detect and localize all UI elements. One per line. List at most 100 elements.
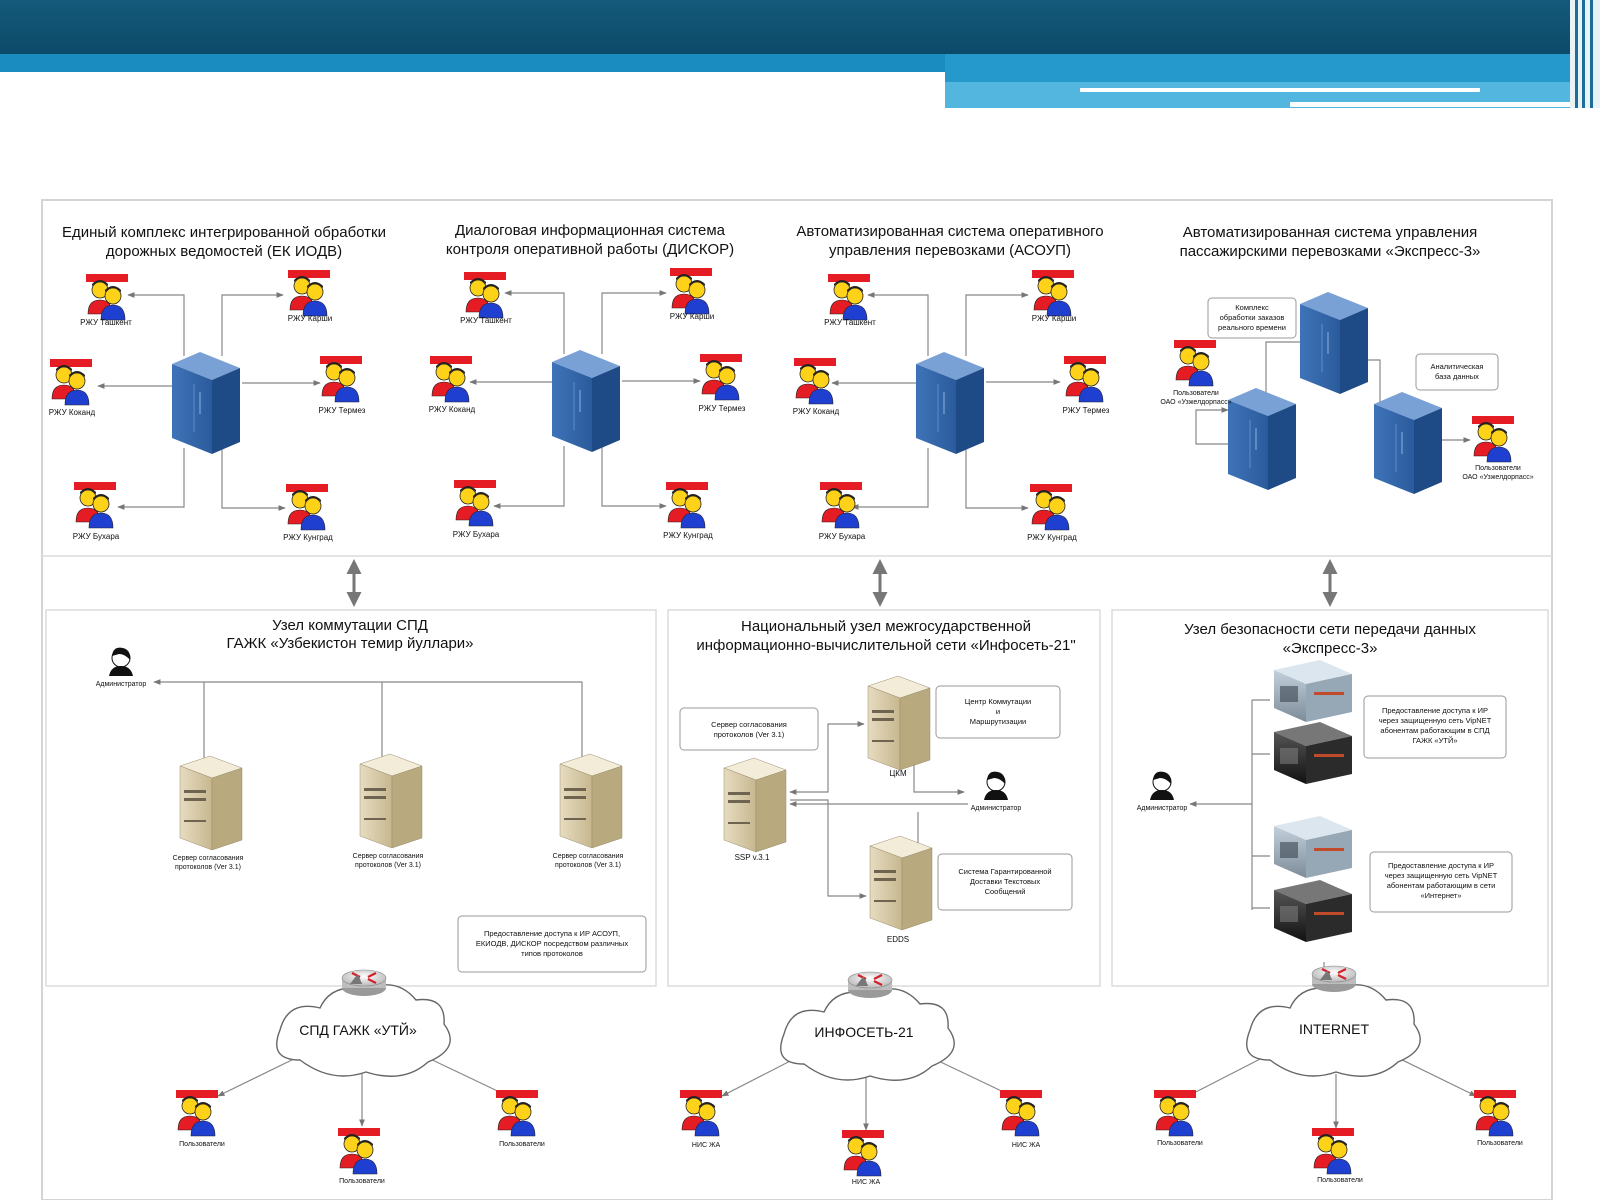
protocol-server-icon — [359, 753, 423, 849]
note-vipnet-2-box — [1369, 851, 1513, 913]
label-bukhara: РЖУ Бухара — [453, 530, 500, 539]
label-bukhara: РЖУ Бухара — [819, 532, 866, 541]
blue-server-icon — [1299, 291, 1369, 395]
note-realtime-box — [1207, 297, 1297, 339]
cloud-label-spd: СПД ГАЖК «УТЙ» — [299, 1021, 417, 1038]
note-edds-2: Доставки Текстовых — [970, 877, 1040, 886]
node-infoset-title-2: информационно-вычислительной сети «Инфос… — [696, 637, 1075, 654]
note-vipnet-1a: Предоставление доступа к ИР — [1382, 706, 1488, 715]
cloud-spd: СПД ГАЖК «УТЙ» Пользователи Пользователи… — [175, 970, 545, 1185]
label-users-right-2: ОАО «Узжелдорпасс» — [1462, 474, 1533, 481]
router-icon — [342, 970, 386, 996]
label-kungrad: РЖУ Кунград — [283, 533, 333, 542]
note-realtime-2: обработки заказов — [1220, 313, 1285, 322]
note-analytic-box — [1415, 353, 1499, 391]
protocol-server-icon — [179, 755, 243, 851]
note-ckm-2: и — [996, 707, 1000, 716]
system-title-ekiodv-2: дорожных ведомостей (ЕК ИОДВ) — [106, 243, 342, 260]
label-karshi: РЖУ Карши — [670, 312, 715, 321]
node-spd: Узел коммутации СПД ГАЖК «Узбекистон тем… — [96, 617, 647, 973]
note-realtime-3: реального времени — [1218, 323, 1286, 332]
label-kokand: РЖУ Коканд — [49, 408, 96, 417]
note-edds-box — [937, 853, 1073, 911]
user-label: Пользователи — [179, 1141, 225, 1148]
server-label-2b: протоколов (Ver 3.1) — [355, 862, 421, 869]
server-label-1b: протоколов (Ver 3.1) — [175, 864, 241, 871]
cloud-icon — [780, 988, 955, 1081]
cluster-diskor: РЖУ Ташкент РЖУ Карши РЖУ Коканд РЖУ Тер… — [429, 267, 746, 540]
cluster-ekiodv: РЖУ Ташкент РЖУ Карши РЖУ Коканд РЖУ Тер… — [49, 269, 366, 542]
protocol-server-icon — [559, 753, 623, 849]
label-tashkent: РЖУ Ташкент — [824, 318, 876, 327]
note-vipnet-2b: через защищенную сеть VipNET — [1385, 871, 1498, 880]
label-users-left-1: Пользователи — [1173, 390, 1219, 397]
vipnet-server-icon — [1274, 816, 1352, 878]
note-vipnet-2d: «Интернет» — [1420, 891, 1461, 900]
note-edds-3: Сообщений — [985, 887, 1026, 896]
blue-server-icon — [1373, 391, 1443, 495]
note-vipnet-1-box — [1363, 695, 1507, 759]
note-edds-1: Система Гарантированной — [958, 867, 1051, 876]
cloud-icon — [276, 984, 451, 1077]
note-ckm-box — [935, 685, 1061, 739]
label-ckm: ЦКМ — [889, 769, 907, 778]
system-title-express-2: пассажирскими перевозками «Экспресс-3» — [1180, 243, 1481, 260]
label-termez: РЖУ Термез — [319, 406, 366, 415]
note-vipnet-1c: абонентам работающим в СПД — [1380, 726, 1489, 735]
note-analytic-1: Аналитическая — [1430, 362, 1483, 371]
note-spd-3: типов протоколов — [521, 949, 583, 958]
edds-server-icon — [869, 835, 933, 931]
vipnet-server-icon — [1274, 880, 1352, 942]
user-label: НИС ЖА — [852, 1179, 881, 1186]
user-label: Пользователи — [1317, 1177, 1363, 1184]
user-label: НИС ЖА — [692, 1142, 721, 1149]
blue-server-icon — [171, 351, 241, 455]
cloud-icon — [1246, 984, 1421, 1077]
ssp-server-icon — [723, 757, 787, 853]
note-ckm-1: Центр Коммутации — [965, 697, 1031, 706]
node-spd-title-1: Узел коммутации СПД — [272, 617, 428, 634]
label-kungrad: РЖУ Кунград — [663, 531, 713, 540]
note-protocol-2: протоколов (Ver 3.1) — [714, 730, 785, 739]
node-infoset-title-1: Национальный узел межгосударственной — [741, 618, 1031, 635]
server-label-3a: Сервер согласования — [553, 853, 624, 860]
label-bukhara: РЖУ Бухара — [73, 532, 120, 541]
server-label-1a: Сервер согласования — [173, 855, 244, 862]
node-security: Узел безопасности сети передачи данных «… — [1137, 621, 1513, 972]
label-kokand: РЖУ Коканд — [793, 407, 840, 416]
label-karshi: РЖУ Карши — [1032, 314, 1077, 323]
note-realtime-1: Комплекс — [1235, 303, 1269, 312]
note-analytic-2: база данных — [1435, 372, 1479, 381]
cloud-label-infoset: ИНФОСЕТЬ-21 — [814, 1024, 913, 1040]
user-label: НИС ЖА — [1012, 1142, 1041, 1149]
cloud-label-internet: INTERNET — [1299, 1021, 1369, 1037]
label-edds: EDDS — [887, 935, 909, 944]
system-title-express-1: Автоматизированная система управления — [1183, 224, 1478, 241]
note-spd-2: ЕКИОДВ, ДИСКОР посредством различных — [476, 939, 628, 948]
router-icon — [848, 972, 892, 998]
node-spd-title-2: ГАЖК «Узбекистон темир йуллари» — [226, 635, 473, 652]
label-kungrad: РЖУ Кунград — [1027, 533, 1077, 542]
label-ssp: SSP v.3.1 — [735, 853, 770, 862]
label-admin: Администратор — [96, 681, 147, 688]
note-ckm-3: Маршрутизации — [970, 717, 1026, 726]
blue-server-icon — [1227, 387, 1297, 491]
note-vipnet-1b: через защищенную сеть VipNET — [1379, 716, 1492, 725]
node-infoset: Национальный узел межгосударственной инф… — [679, 618, 1076, 944]
note-spd-box — [457, 915, 647, 973]
system-title-diskor-2: контроля оперативной работы (ДИСКОР) — [446, 241, 734, 258]
cluster-express: Комплекс обработки заказов реального вре… — [1160, 291, 1534, 495]
note-vipnet-2a: Предоставление доступа к ИР — [1388, 861, 1494, 870]
label-termez: РЖУ Термез — [699, 404, 746, 413]
vipnet-server-icon — [1274, 660, 1352, 722]
label-termez: РЖУ Термез — [1063, 406, 1110, 415]
label-karshi: РЖУ Карши — [288, 314, 333, 323]
system-title-asoup-1: Автоматизированная система оперативного — [796, 223, 1103, 240]
ckm-server-icon — [867, 675, 931, 771]
cluster-asoup: РЖУ Ташкент РЖУ Карши РЖУ Коканд РЖУ Тер… — [793, 269, 1110, 542]
label-users-right-1: Пользователи — [1475, 465, 1521, 472]
router-icon — [1312, 966, 1356, 992]
system-title-diskor-1: Диалоговая информационная система — [455, 222, 726, 239]
user-label: Пользователи — [499, 1141, 545, 1148]
